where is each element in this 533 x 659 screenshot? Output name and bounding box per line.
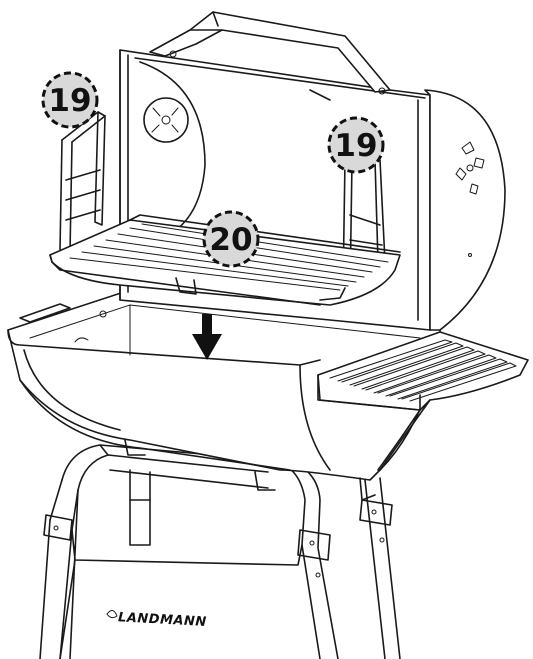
landmann-logo: LANDMANN xyxy=(106,610,207,630)
lid-vent xyxy=(455,141,485,257)
callout-badge-20: 20 xyxy=(202,210,260,268)
callout-label: 20 xyxy=(209,222,252,258)
callout-badge-19-right: 19 xyxy=(327,116,385,174)
callout-badge-19-left: 19 xyxy=(41,71,99,129)
shelf-slats xyxy=(329,339,517,402)
lid-handle xyxy=(149,11,391,95)
insert-direction-arrow xyxy=(192,314,222,360)
side-shelf xyxy=(317,331,529,471)
callout-label: 19 xyxy=(334,128,377,164)
callout-label: 19 xyxy=(48,83,91,119)
svg-text:LANDMANN: LANDMANN xyxy=(118,610,207,630)
warming-rack-left xyxy=(59,111,106,253)
